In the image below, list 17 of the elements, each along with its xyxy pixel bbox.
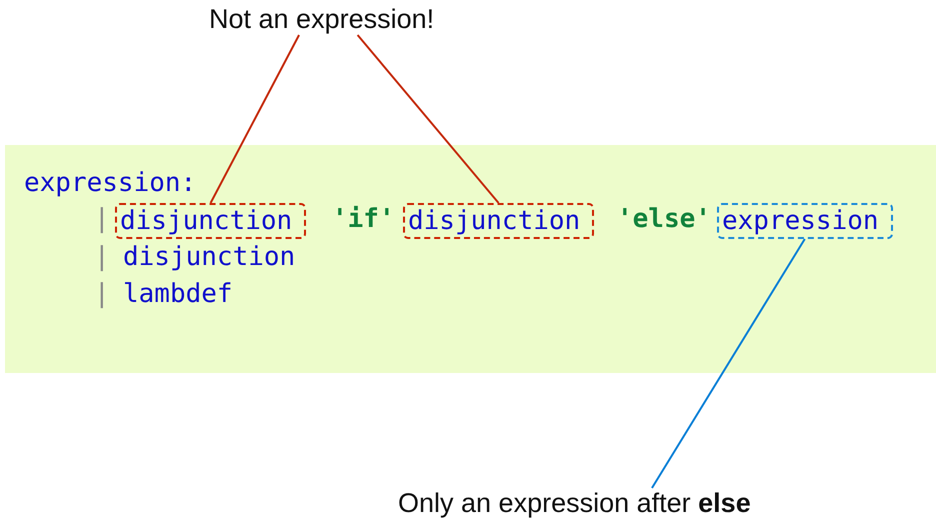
code-text: lambdef — [123, 278, 233, 310]
code-text: expression: — [24, 167, 196, 199]
code-text: | — [94, 278, 110, 310]
leader-line — [651, 238, 806, 489]
code-text: | — [94, 203, 110, 235]
leader-line — [210, 34, 300, 204]
code-text: 'else' — [617, 203, 711, 235]
code-text: 'if' — [332, 203, 395, 235]
highlight-box: disjunction — [403, 203, 594, 239]
code-text: disjunction — [123, 241, 296, 273]
callout-text: Not an expression! — [209, 4, 434, 35]
highlight-box: expression — [717, 203, 893, 239]
code-text: | — [94, 241, 110, 273]
code-panel — [5, 145, 936, 373]
callout-text: Only an expression after else — [398, 488, 751, 519]
highlight-box: disjunction — [115, 203, 306, 239]
leader-line — [356, 34, 500, 204]
